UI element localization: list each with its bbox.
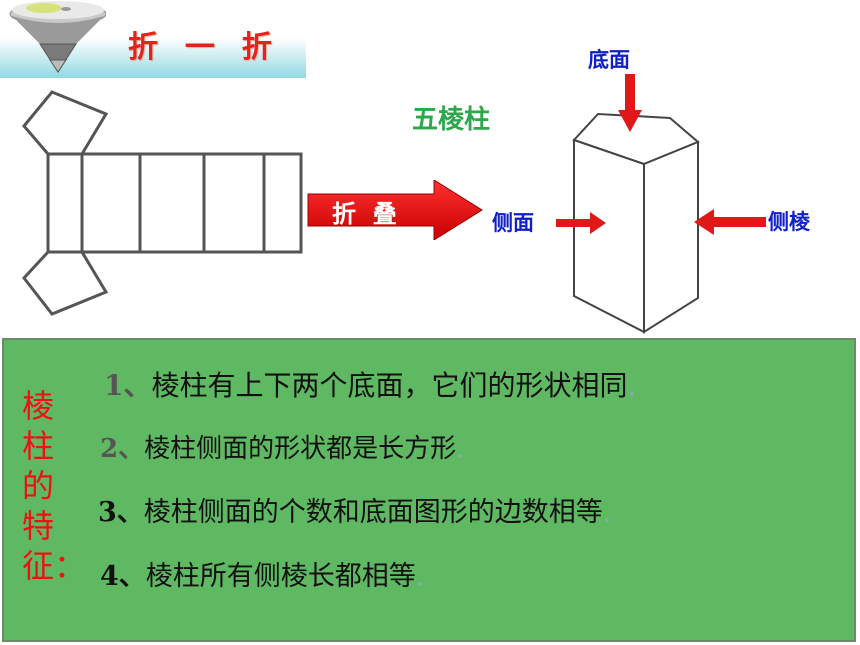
net-bottom-pentagon — [22, 250, 109, 316]
net-top-pentagon — [22, 90, 109, 156]
feature-text: 棱柱有上下两个底面，它们的形状相同 — [151, 369, 628, 402]
feature-number: 4、 — [100, 561, 146, 592]
feature-item-3: 3、棱柱侧面的个数和底面图形的边数相等. — [98, 490, 611, 529]
side-face-arrow-icon — [556, 212, 606, 234]
side-face-label: 侧面 — [492, 211, 534, 235]
feature-number: 3、 — [98, 497, 144, 528]
features-heading: 棱 柱 的 特 征： — [22, 386, 87, 586]
heading-char: 棱 — [22, 387, 55, 425]
feature-end: . — [415, 561, 425, 592]
feature-text: 棱柱侧面的形状都是长方形 — [144, 434, 457, 464]
base-label: 底面 — [588, 48, 630, 72]
feature-item-2: 2、棱柱侧面的形状都是长方形. — [100, 428, 464, 465]
disc-logo-icon — [9, 1, 106, 73]
feature-item-1: 1、棱柱有上下两个底面，它们的形状相同. — [104, 364, 636, 404]
side-edge-arrow-icon — [694, 209, 766, 235]
heading-char: 的 — [22, 467, 55, 505]
feature-end: . — [456, 434, 465, 464]
fold-arrow-icon — [307, 180, 483, 240]
features-panel — [2, 338, 856, 642]
feature-text: 棱柱所有侧棱长都相等 — [145, 561, 416, 592]
feature-item-4: 4、棱柱所有侧棱长都相等. — [100, 554, 424, 593]
feature-end: . — [627, 369, 637, 402]
heading-char: 柱 — [22, 427, 55, 465]
fold-label: 折 叠 — [332, 200, 397, 228]
feature-end: . — [602, 497, 612, 528]
prism-name: 五棱柱 — [412, 105, 491, 135]
net-side-faces — [46, 152, 303, 254]
heading-char: 特 — [22, 507, 55, 545]
side-edge-label: 侧棱 — [768, 210, 810, 234]
feature-number: 1、 — [104, 369, 152, 402]
heading-char: 征： — [22, 547, 87, 585]
base-arrow-icon — [618, 74, 642, 132]
pentagonal-prism-figure — [572, 112, 700, 334]
feature-number: 2、 — [100, 434, 145, 464]
feature-text: 棱柱侧面的个数和底面图形的边数相等 — [143, 497, 603, 528]
prism-net-figure — [22, 90, 303, 316]
page-title: 折 一 折 — [128, 30, 274, 65]
